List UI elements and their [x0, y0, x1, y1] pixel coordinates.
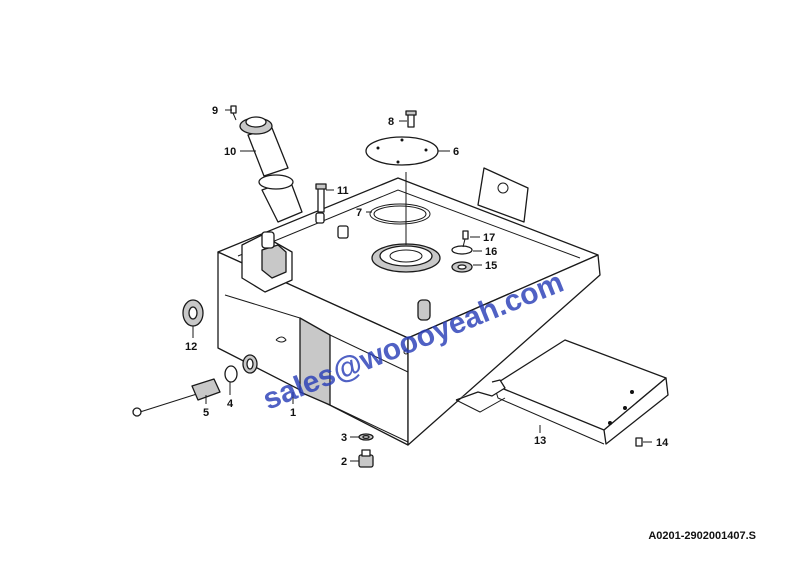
callout-1: 1 [290, 407, 296, 419]
filter-flange [371, 172, 441, 273]
reference-code: A0201-2902001407.S [648, 530, 756, 542]
grommet-12 [182, 299, 204, 327]
callout-14: 14 [656, 437, 669, 449]
callout-16: 16 [485, 246, 497, 258]
bolt-11 [315, 183, 327, 213]
callout-10: 10 [224, 146, 236, 158]
level-sensor-5 [132, 378, 221, 417]
o-ring-4 [224, 365, 238, 383]
callout-17: 17 [483, 232, 495, 244]
cover-plate [365, 136, 439, 166]
rear-bracket [477, 167, 529, 223]
callout-6: 6 [453, 146, 459, 158]
step-plate-13 [455, 339, 669, 445]
callout-9: 9 [212, 105, 218, 117]
callout-7: 7 [356, 207, 362, 219]
cap-bolt [230, 105, 237, 121]
leader-lines [192, 109, 652, 462]
washer-3 [358, 433, 374, 441]
callout-12: 12 [185, 341, 197, 353]
callout-8: 8 [388, 116, 394, 128]
drain-plug-2 [358, 449, 374, 468]
gasket-ring [369, 203, 431, 225]
seal-16 [451, 245, 473, 255]
left-bracket [241, 231, 293, 293]
filler-pipe [239, 116, 303, 223]
callout-15: 15 [485, 260, 497, 272]
callout-11: 11 [337, 185, 349, 197]
washer-15 [451, 261, 473, 273]
callout-13: 13 [534, 435, 546, 447]
callout-4: 4 [227, 398, 234, 410]
sensor-port [242, 354, 258, 374]
screw-14 [635, 437, 643, 447]
callout-labels: 9 10 11 8 6 7 17 16 15 12 4 5 1 3 2 13 1… [185, 105, 669, 468]
callout-3: 3 [341, 432, 347, 444]
callout-2: 2 [341, 456, 347, 468]
screw-8 [405, 110, 417, 128]
callout-5: 5 [203, 407, 209, 419]
screw-17 [462, 230, 469, 248]
